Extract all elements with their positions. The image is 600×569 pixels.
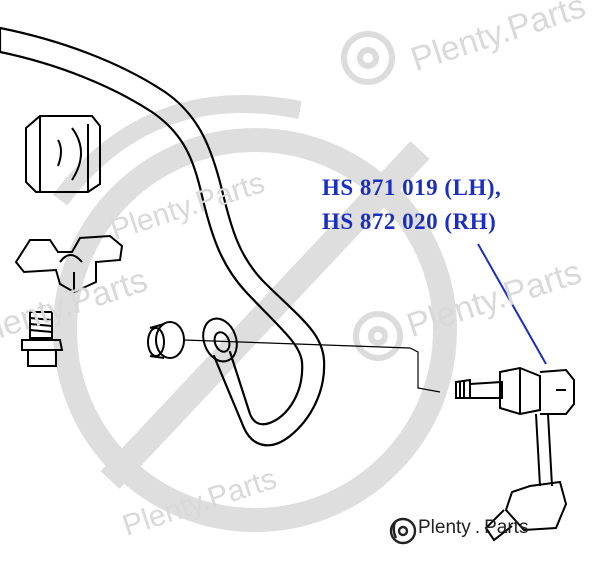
brand-separator: . [474, 517, 481, 538]
part-number-lh: HS 871 019 (LH), [322, 175, 502, 200]
bolt [21, 311, 64, 367]
stabilizer-bar [0, 26, 326, 447]
watermark-slash [100, 141, 430, 489]
part-number-rh: HS 872 020 (RH) [322, 209, 497, 234]
rubber-washer [147, 321, 185, 359]
callout-leader-line [477, 243, 547, 365]
assembly-lines [183, 339, 441, 393]
brand-logo: Plenty.Parts [418, 517, 528, 539]
watermark [52, 95, 457, 532]
brand-suffix: Parts [484, 517, 529, 538]
watermark-arc [52, 95, 302, 206]
watermark-ring [53, 128, 457, 532]
stabilizer-link [455, 366, 575, 542]
bar-end-eye [202, 317, 238, 363]
brand-name: Plenty [418, 517, 471, 538]
bracket [14, 234, 124, 294]
watermark-disc-icon [341, 31, 403, 361]
brake-disc-icon [389, 517, 417, 545]
bushing [25, 115, 101, 193]
